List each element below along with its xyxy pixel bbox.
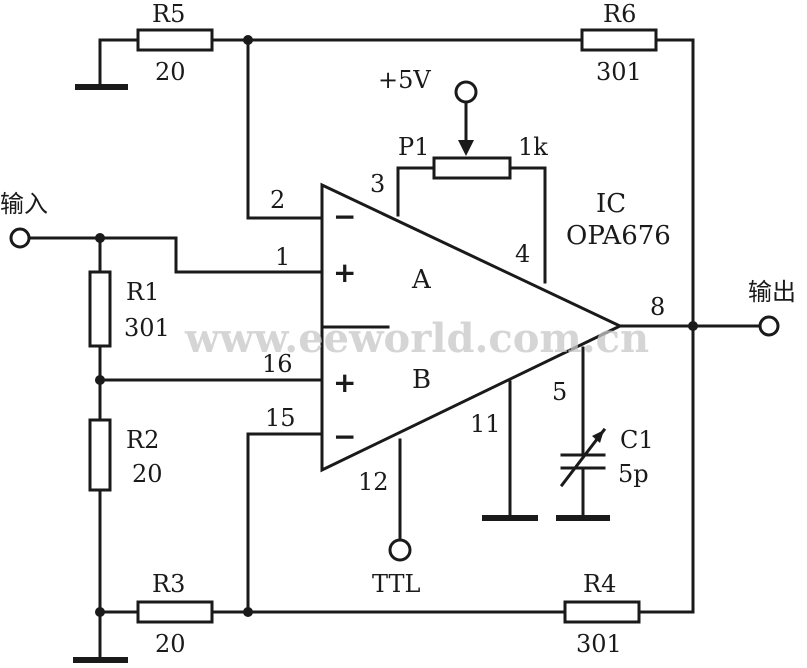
junctions <box>95 35 698 617</box>
pin1-number: 1 <box>275 243 290 271</box>
c1-capacitor <box>559 427 607 488</box>
amp-a-label: A <box>411 265 432 295</box>
pin2-wire <box>246 38 324 220</box>
r6-value: 301 <box>596 58 642 86</box>
amp-b-label: B <box>412 365 431 395</box>
pin11-number: 11 <box>470 410 501 438</box>
output-label: 输出 <box>748 278 796 306</box>
ic-label: IC <box>596 189 626 219</box>
r5-name: R5 <box>152 0 185 28</box>
r6-name: R6 <box>603 0 636 28</box>
r6-resistor <box>580 28 658 52</box>
junction-divider <box>95 375 105 385</box>
supply-terminal <box>454 80 478 104</box>
supply-label: +5V <box>378 66 431 94</box>
junction-bottom-left <box>95 607 105 617</box>
pin8-number: 8 <box>650 293 665 321</box>
grounds <box>73 84 610 663</box>
r4-name: R4 <box>583 570 616 598</box>
r2-resistor <box>88 418 112 492</box>
minus-a-sign: − <box>333 200 356 233</box>
p1-name: P1 <box>398 133 429 161</box>
r1-name: R1 <box>126 278 159 306</box>
resistors <box>88 28 658 624</box>
pin2-number: 2 <box>270 186 285 214</box>
junction-output <box>688 321 698 331</box>
plus-a-sign: + <box>333 256 356 289</box>
r2-value: 20 <box>132 460 163 488</box>
c1-value: 5p <box>618 460 649 488</box>
junction-input <box>95 233 105 243</box>
r4-resistor <box>563 600 641 624</box>
component-labels: R5 20 R6 301 R1 301 R2 20 R3 20 R4 301 P… <box>0 0 796 658</box>
pin3-wire <box>396 166 436 217</box>
input-terminal <box>9 227 31 249</box>
pin5-number: 5 <box>552 378 567 406</box>
r2-name: R2 <box>126 426 159 454</box>
output-terminal <box>758 315 780 337</box>
minus-b-sign: − <box>333 420 356 453</box>
r3-value: 20 <box>155 630 186 658</box>
r1-resistor <box>88 270 112 348</box>
pin12-number: 12 <box>358 468 389 496</box>
r5-resistor <box>136 28 214 52</box>
pin16-number: 16 <box>262 350 293 378</box>
pin4-number: 4 <box>515 240 530 268</box>
ttl-terminal <box>388 538 412 562</box>
pin15-wire <box>246 432 324 614</box>
c1-arrow-head <box>592 430 604 443</box>
watermark: www.eeworld.com.cn <box>184 315 649 362</box>
p1-value: 1k <box>518 133 548 161</box>
ic-part-number: OPA676 <box>566 221 671 251</box>
pin3-number: 3 <box>370 170 385 198</box>
r3-resistor <box>136 600 214 624</box>
input-label: 输入 <box>0 190 48 218</box>
right-output-rail <box>654 38 695 614</box>
plus-b-sign: + <box>333 366 356 399</box>
p1-potentiometer <box>432 156 512 180</box>
terminals <box>9 80 780 562</box>
c1-name: C1 <box>620 426 654 454</box>
p1-wiper-arrow <box>458 140 474 156</box>
pin-numbers: 2 3 1 4 8 16 5 15 11 12 <box>262 170 665 496</box>
junction-bottom-mid <box>243 607 253 617</box>
r1-value: 301 <box>124 314 170 342</box>
opamp: − + + − A B <box>320 182 624 473</box>
r5-value: 20 <box>155 58 186 86</box>
r4-value: 301 <box>576 630 622 658</box>
ttl-label: TTL <box>372 570 420 598</box>
r3-name: R3 <box>152 570 185 598</box>
pin15-number: 15 <box>265 404 296 432</box>
junction-top <box>243 35 253 45</box>
pin4-wire <box>508 166 547 284</box>
